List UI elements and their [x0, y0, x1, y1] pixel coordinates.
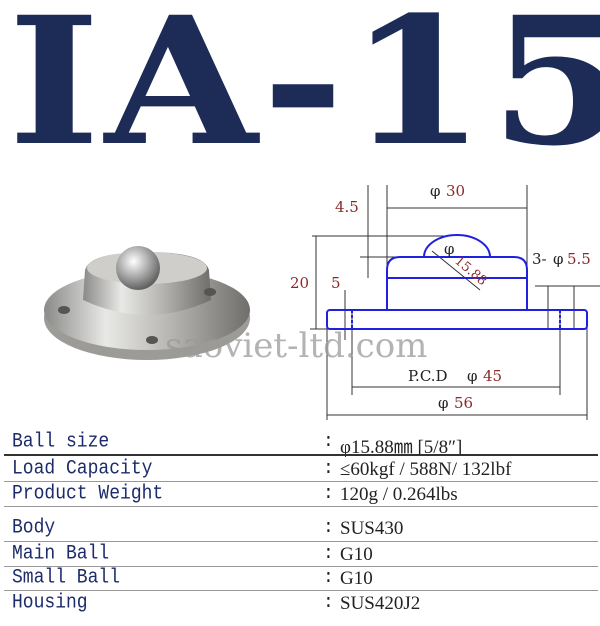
spec-row: Housing: SUS420J2 [0, 591, 600, 615]
product-title: IA-15 [8, 0, 600, 185]
spec-label: Small Ball [12, 566, 121, 590]
spec-row: Load Capacity: ≤60kgf / 588N/ 132lbf [0, 457, 600, 481]
dim-holes-count: 3- [532, 250, 547, 268]
spec-label: Product Weight [12, 482, 164, 506]
dim-base-diameter: 56 [454, 394, 473, 412]
spec-value: 120g / 0.264lbs [340, 484, 458, 505]
divider [4, 506, 598, 507]
technical-drawing [310, 185, 600, 420]
dim-top-diameter: 30 [446, 182, 465, 200]
dim-pcd: 45 [483, 367, 502, 385]
spec-label: Ball size [12, 430, 110, 454]
spec-row: Small Ball: G10 [0, 566, 600, 590]
spec-label: Main Ball [12, 542, 110, 566]
divider [4, 566, 598, 567]
spec-colon: : [323, 432, 334, 452]
divider [4, 541, 598, 542]
spec-colon: : [323, 484, 334, 504]
spec-colon: : [323, 518, 334, 538]
spec-row: Main Ball: G10 [0, 542, 600, 566]
spec-value: SUS430 [340, 518, 404, 539]
dim-plate-height: 5 [331, 274, 341, 292]
phi-symbol: φ [467, 367, 478, 385]
phi-symbol: φ [553, 250, 564, 268]
dim-ball-height: 4.5 [335, 198, 359, 216]
spec-value: φ15.88㎜ [5/8″] [340, 437, 463, 458]
outline [326, 234, 588, 330]
divider [4, 590, 598, 591]
spec-value: G10 [340, 544, 373, 565]
dim-hole-diameter: 5.5 [567, 250, 591, 268]
phi-symbol: φ [444, 240, 455, 258]
spec-value: ≤60kgf / 588N/ 132lbf [340, 459, 512, 480]
spec-value: G10 [340, 568, 373, 589]
spec-value: SUS420J2 [340, 593, 421, 614]
illustration: φ 30 4.5 20 5 φ 15.88 3- φ 5.5 P.C.D φ 4… [44, 182, 600, 420]
spec-row: Ball size: φ15.88㎜ [5/8″] [0, 430, 600, 459]
spec-row: Body: SUS430 [0, 516, 600, 540]
dim-total-height: 20 [290, 274, 309, 292]
spec-colon: : [323, 544, 334, 564]
divider [4, 454, 598, 456]
spec-label: Load Capacity [12, 457, 153, 481]
phi-symbol: φ [438, 394, 449, 412]
phi-symbol: φ [430, 182, 441, 200]
spec-label: Body [12, 516, 56, 540]
divider [4, 481, 598, 482]
spec-colon: : [323, 568, 334, 588]
pcd-label: P.C.D [408, 367, 448, 385]
product-photo [44, 246, 250, 360]
spec-label: Housing [12, 591, 88, 615]
spec-colon: : [323, 459, 334, 479]
spec-colon: : [323, 593, 334, 613]
spec-row: Product Weight:120g / 0.264lbs [0, 482, 600, 506]
watermark: saoviet-ltd.com [165, 326, 428, 366]
